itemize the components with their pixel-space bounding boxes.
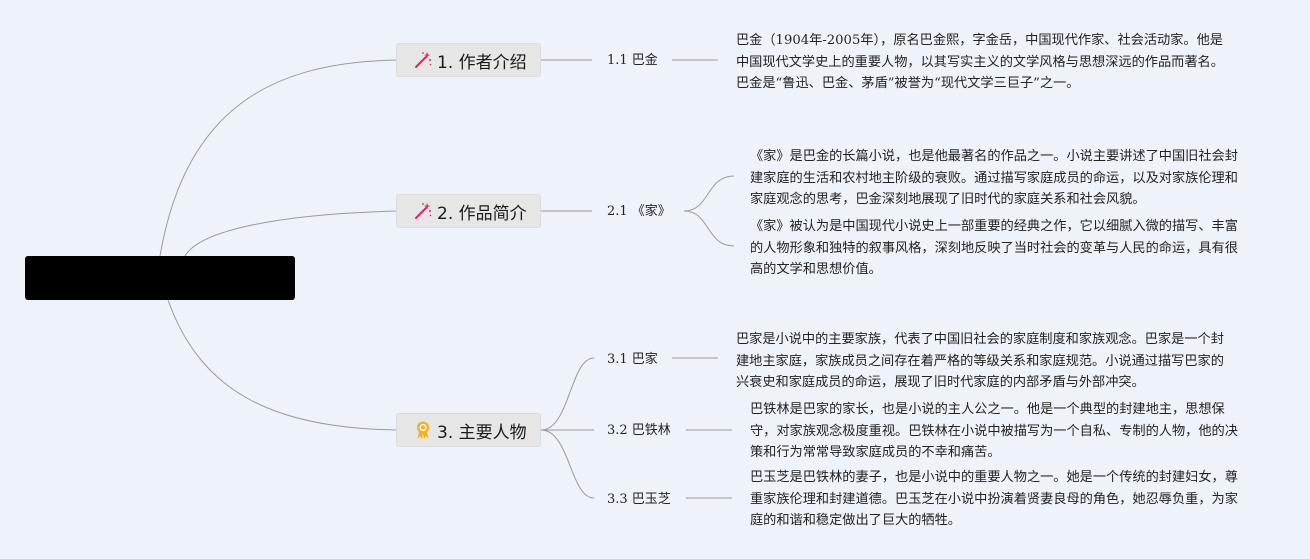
connector-root-to-topic-2 <box>184 210 398 257</box>
topic-main-characters[interactable]: 3. 主要人物 <box>396 413 541 447</box>
connector-root-to-topic-3 <box>167 299 398 431</box>
subtopic-ba-family[interactable]: 3.1 巴家 <box>607 352 658 367</box>
topic-work-intro[interactable]: 2. 作品简介 <box>396 194 541 228</box>
topic-label: 2. 作品简介 <box>437 203 527 224</box>
paragraph-jia-evaluation[interactable]: 《家》被认为是中国现代小说史上一部重要的经典之作，它以细腻入微的描写、丰富的人物… <box>750 219 1238 277</box>
magic-wand-icon <box>413 50 433 70</box>
paragraph-ba-yuzhi[interactable]: 巴玉芝是巴铁林的妻子，也是小说中的重要人物之一。她是一个传统的封建妇女，尊重家族… <box>750 470 1238 528</box>
award-ribbon-icon <box>413 420 433 440</box>
connector-topic-3-sub-1 <box>540 357 595 431</box>
paragraph-jia-summary[interactable]: 《家》是巴金的长篇小说，也是他最著名的作品之一。小说主要讲述了中国旧社会封建家庭… <box>750 149 1238 207</box>
connector-root-to-topic-1 <box>159 59 398 257</box>
subtopic-ba-tielin[interactable]: 3.2 巴铁林 <box>607 423 671 438</box>
connector-sub-2-1-para-1 <box>683 175 735 212</box>
topic-label: 1. 作者介绍 <box>437 52 527 73</box>
topic-label: 3. 主要人物 <box>437 422 527 443</box>
subtopic-ba-jin[interactable]: 1.1 巴金 <box>607 53 658 68</box>
subtopic-ba-yuzhi[interactable]: 3.3 巴玉芝 <box>607 492 671 507</box>
magic-wand-icon <box>413 201 433 221</box>
paragraph-ba-jin[interactable]: 巴金（1904年-2005年），原名巴金熙，字金岳，中国现代作家、社会活动家。他… <box>736 33 1224 91</box>
connector-topic-3-sub-3 <box>540 429 595 499</box>
paragraph-ba-family[interactable]: 巴家是小说中的主要家族，代表了中国旧社会的家庭制度和家族观念。巴家是一个封建地主… <box>736 332 1224 390</box>
topic-author-intro[interactable]: 1. 作者介绍 <box>396 43 541 77</box>
subtopic-jia-novel[interactable]: 2.1 《家》 <box>607 204 671 219</box>
paragraph-ba-tielin[interactable]: 巴铁林是巴家的家长，也是小说的主人公之一。他是一个典型的封建地主，思想保守，对家… <box>750 402 1238 460</box>
root-node[interactable] <box>25 256 295 300</box>
connector-sub-2-1-para-2 <box>683 210 735 247</box>
